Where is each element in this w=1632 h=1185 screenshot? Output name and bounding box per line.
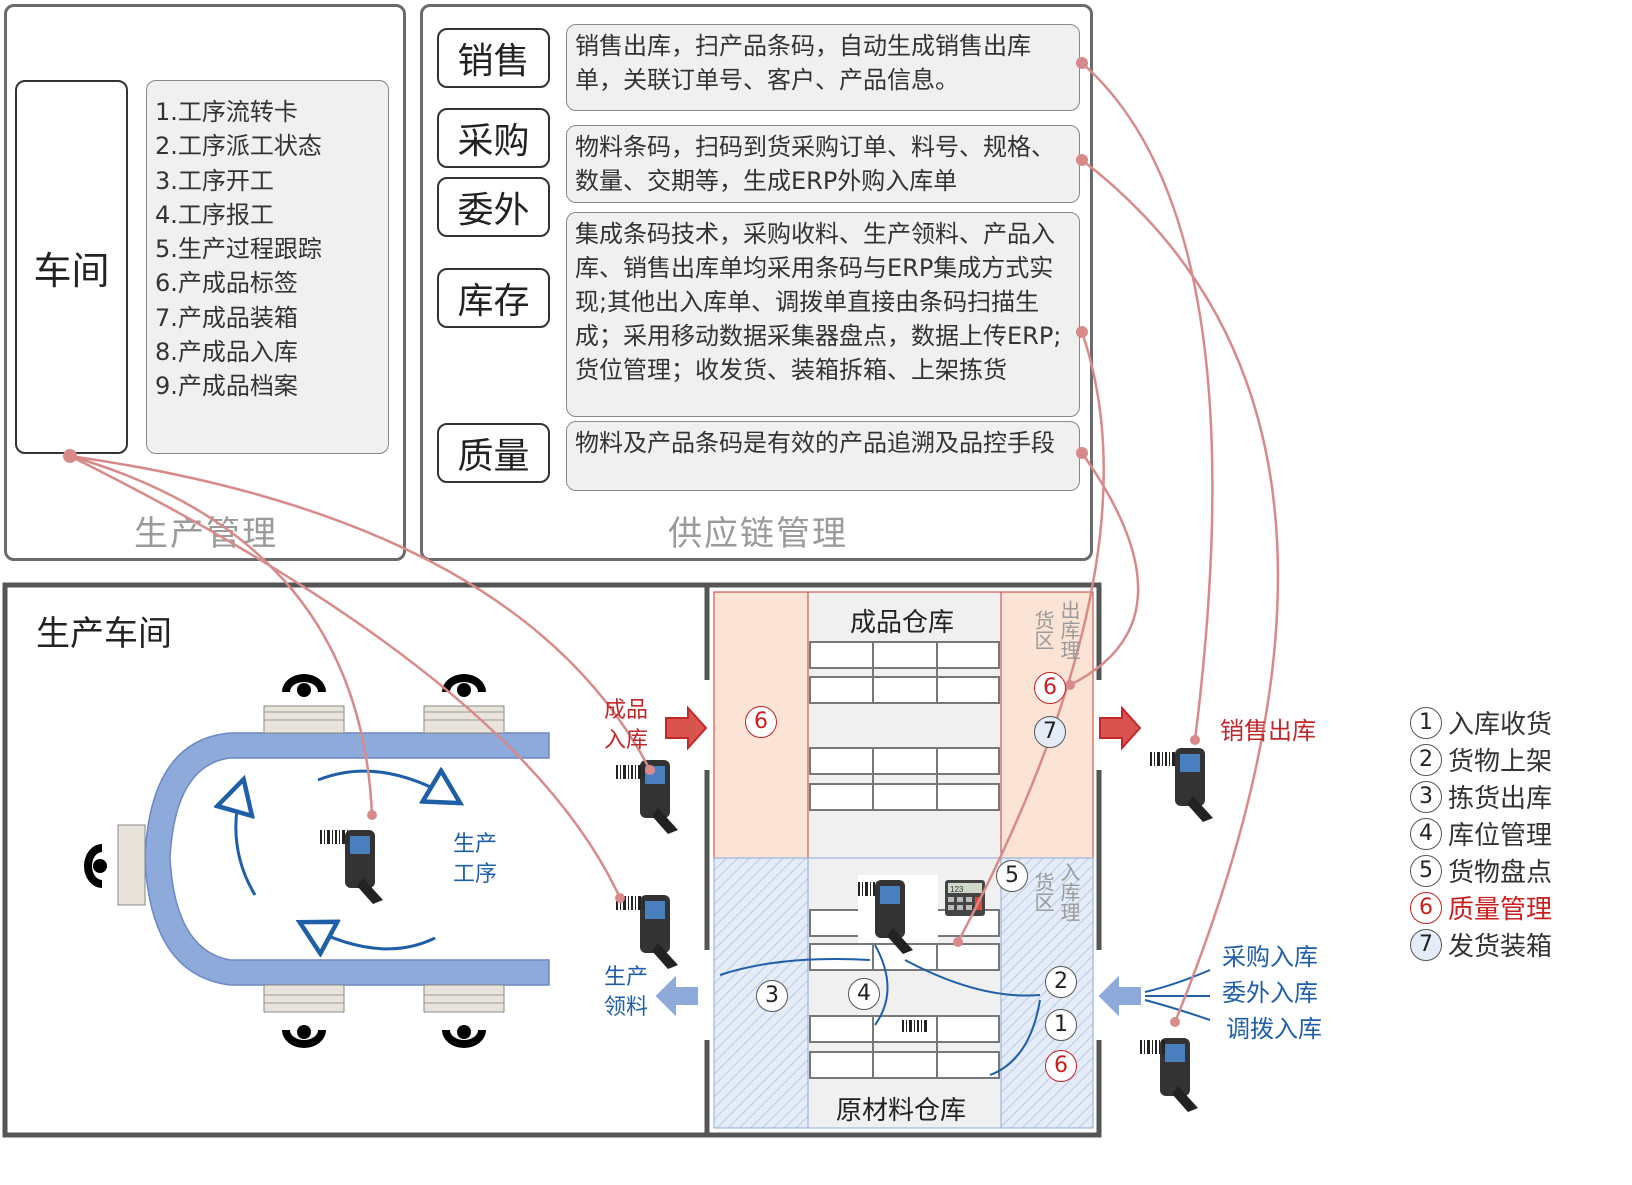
legend-number: 5 [1410, 854, 1442, 887]
transfer-in-label: 调拨入库 [1226, 1015, 1322, 1043]
inbound-flow-lines [1144, 969, 1211, 1021]
legend-text: 质量管理 [1448, 895, 1553, 925]
out-area-label-a: 出库理 [1057, 600, 1081, 660]
in-area-label-a: 入库理 [1057, 862, 1081, 922]
legend-text: 拣货出库 [1448, 784, 1553, 814]
legend-number: 6 [1410, 891, 1442, 924]
marker-stock-count: 5 [996, 860, 1028, 892]
production-items-box: 1.工序流转卡 2.工序派工状态 3.工序开工 4.工序报工 5.生产过程跟踪 6.产成品… [146, 80, 389, 454]
marker-location-mgmt: 4 [848, 978, 880, 1010]
production-item: 3.工序开工 [155, 166, 274, 195]
legend-number: 4 [1410, 817, 1442, 850]
rm-right-zone [1000, 857, 1094, 1129]
outsource-label-box: 委外 [437, 177, 550, 237]
connector-lines [69, 62, 1280, 1023]
big-arrows [655, 705, 1142, 1017]
legend-number: 2 [1410, 743, 1442, 776]
marker-quality-fg-right: 6 [1034, 672, 1066, 704]
marker-quality-fg-left: 6 [745, 706, 777, 738]
finished-in-label: 成品 入库 [604, 698, 649, 753]
production-pick-label: 生产 领料 [604, 965, 649, 1020]
legend-text: 货物上架 [1448, 747, 1553, 777]
calculator-display: 123 [950, 885, 964, 894]
legend-text: 货物盘点 [1448, 858, 1553, 888]
production-item: 2.工序派工状态 [155, 132, 322, 161]
purchase-label-box: 采购 [437, 108, 550, 168]
sales-label: 销售 [457, 41, 530, 82]
production-item: 7.产成品装箱 [155, 303, 298, 332]
floor-plan-drawing: 1 2 3 [2, 57, 1280, 1138]
production-item: 4.工序报工 [155, 200, 274, 229]
purchase-label: 采购 [457, 121, 530, 162]
conveyor-belt [144, 732, 550, 986]
in-area-label-b: 货区 [1031, 872, 1055, 912]
connector-dots [63, 57, 1200, 1027]
legend-text: 库位管理 [1448, 821, 1553, 851]
out-area-label-b: 货区 [1031, 610, 1055, 650]
production-item: 9.产成品档案 [155, 372, 298, 401]
legend-number: 3 [1410, 780, 1442, 813]
production-item: 5.生产过程跟踪 [155, 235, 322, 264]
process-flow-arrows [236, 771, 455, 949]
inventory-desc-box: 集成条码技术，采购收料、生产领料、产品入库、销售出库单均采用条码与ERP集成方式… [566, 212, 1080, 417]
production-panel-title: 生产管理 [134, 514, 278, 554]
sales-desc: 销售出库，扫产品条码，自动生成销售出库单，关联订单号、客户、产品信息。 [575, 32, 1031, 94]
rm-flow-curves [719, 944, 1041, 1076]
marker-shelving: 2 [1045, 966, 1077, 998]
quality-label: 质量 [457, 436, 530, 477]
legend-text: 入库收货 [1448, 710, 1553, 740]
workshop-label-box: 车间 [15, 80, 128, 454]
marker-pick-out: 3 [756, 980, 788, 1012]
workshop-label: 车间 [33, 248, 110, 293]
production-item: 1.工序流转卡 [155, 98, 298, 126]
production-item: 6.产成品标签 [155, 269, 298, 298]
inventory-desc: 集成条码技术，采购收料、生产领料、产品入库、销售出库单均采用条码与ERP集成方式… [575, 220, 1062, 384]
inventory-label: 库存 [457, 281, 530, 322]
workshop-title: 生产车间 [36, 614, 172, 654]
scanner-devices [345, 748, 1213, 1112]
sales-desc-box: 销售出库，扫产品条码，自动生成销售出库单，关联订单号、客户、产品信息。 [566, 24, 1080, 111]
barcodes [320, 752, 1175, 1054]
purchase-in-label: 采购入库 [1222, 943, 1318, 971]
process-label: 生产 工序 [453, 832, 498, 887]
outsource-in-label: 委外入库 [1222, 979, 1318, 1007]
marker-quality-rm: 6 [1045, 1050, 1077, 1082]
quality-desc-box: 物料及产品条码是有效的产品追溯及品控手段 [566, 421, 1080, 491]
marker-receiving: 1 [1045, 1009, 1077, 1041]
supply-panel-title: 供应链管理 [668, 514, 848, 554]
legend-text: 发货装箱 [1448, 932, 1553, 962]
legend-number: 7 [1410, 928, 1442, 961]
rm-warehouse-title: 原材料仓库 [836, 1096, 967, 1126]
production-item: 8.产成品入库 [155, 338, 298, 367]
quality-label-box: 质量 [437, 423, 550, 483]
marker-packing-fg-right: 7 [1034, 716, 1066, 748]
fg-warehouse-title: 成品仓库 [850, 608, 955, 638]
workers [84, 674, 486, 1048]
sales-label-box: 销售 [437, 28, 550, 88]
legend-number: 1 [1410, 706, 1442, 739]
inventory-label-box: 库存 [437, 268, 550, 328]
outsource-label: 委外 [457, 190, 530, 231]
production-items-list: 1.工序流转卡 2.工序派工状态 3.工序开工 4.工序报工 5.生产过程跟踪 6.产成品… [155, 95, 380, 404]
purchase-desc-box: 物料条码，扫码到货采购订单、料号、规格、数量、交期等，生成ERP外购入库单 [566, 125, 1080, 203]
purchase-desc: 物料条码，扫码到货采购订单、料号、规格、数量、交期等，生成ERP外购入库单 [575, 133, 1055, 195]
fg-shelves [809, 641, 1000, 811]
fg-center-zone [807, 591, 1002, 859]
sales-out-label: 销售出库 [1220, 717, 1316, 745]
quality-desc: 物料及产品条码是有效的产品追溯及品控手段 [575, 429, 1055, 457]
